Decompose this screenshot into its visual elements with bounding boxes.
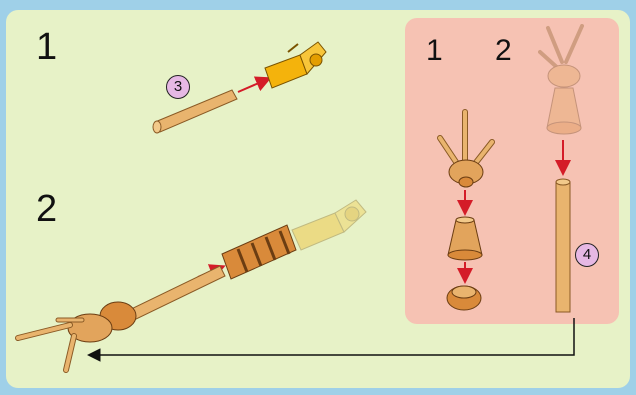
cone-part (448, 217, 482, 260)
round-plate-part (447, 286, 481, 310)
claw-part (440, 112, 492, 187)
assembly-arrow (90, 318, 574, 355)
faded-claw-cone-part (540, 26, 582, 134)
assembly-arrow (238, 79, 268, 92)
faded-clip-part (292, 200, 366, 250)
bar-part (153, 90, 237, 133)
bar-part (556, 179, 570, 312)
clip-part (265, 42, 326, 88)
grip-part (222, 225, 296, 279)
